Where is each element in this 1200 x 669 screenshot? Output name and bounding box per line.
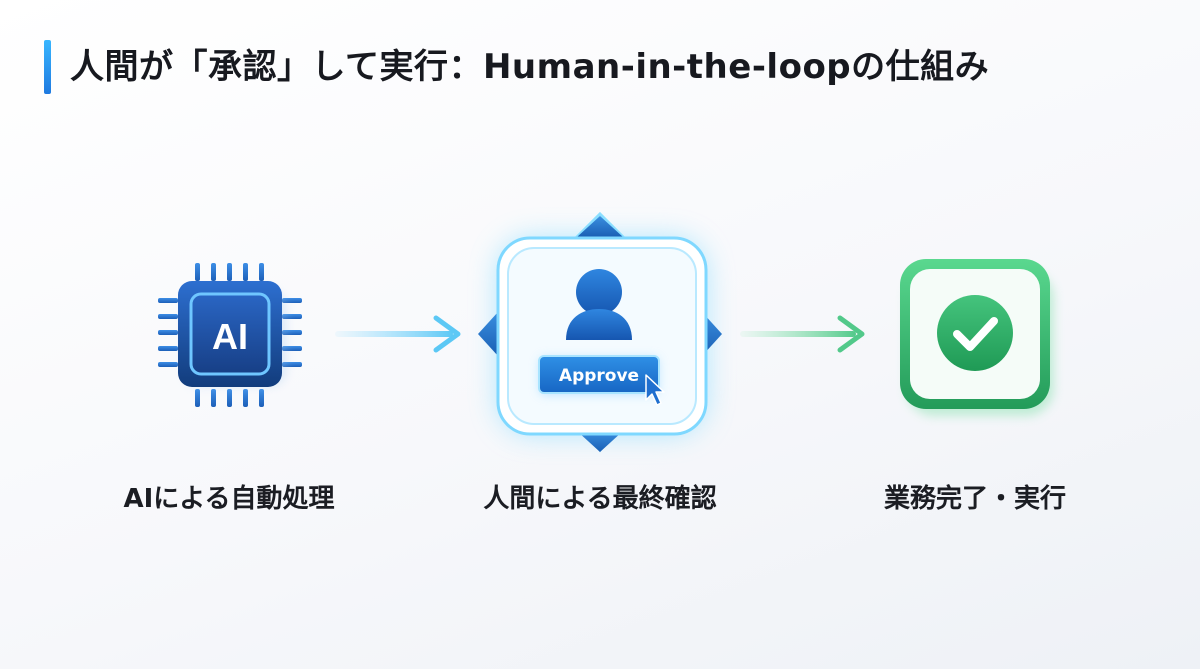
step-label-human-review: 人間による最終確認 — [483, 484, 717, 514]
completion-icon — [900, 259, 1054, 416]
person-icon — [566, 269, 632, 340]
checkmark-icon — [937, 295, 1013, 371]
human-approval-icon — [478, 211, 722, 453]
mouse-cursor-icon — [645, 374, 665, 406]
ai-chip-text: AI — [212, 316, 248, 357]
step-label-completion: 業務完了・実行 — [883, 484, 1066, 514]
approve-button-label: Approve — [559, 366, 639, 386]
arrow-to-complete — [740, 315, 865, 353]
title-accent-bar — [44, 40, 51, 94]
approve-button[interactable]: Approve — [538, 355, 660, 395]
step-label-ai-processing: AIによる自動処理 — [123, 484, 335, 514]
page-title: 人間が「承認」して実行：Human-in-the-loopの仕組み — [70, 47, 990, 87]
ai-chip-icon: AI — [158, 263, 302, 407]
arrow-to-human — [335, 315, 461, 353]
